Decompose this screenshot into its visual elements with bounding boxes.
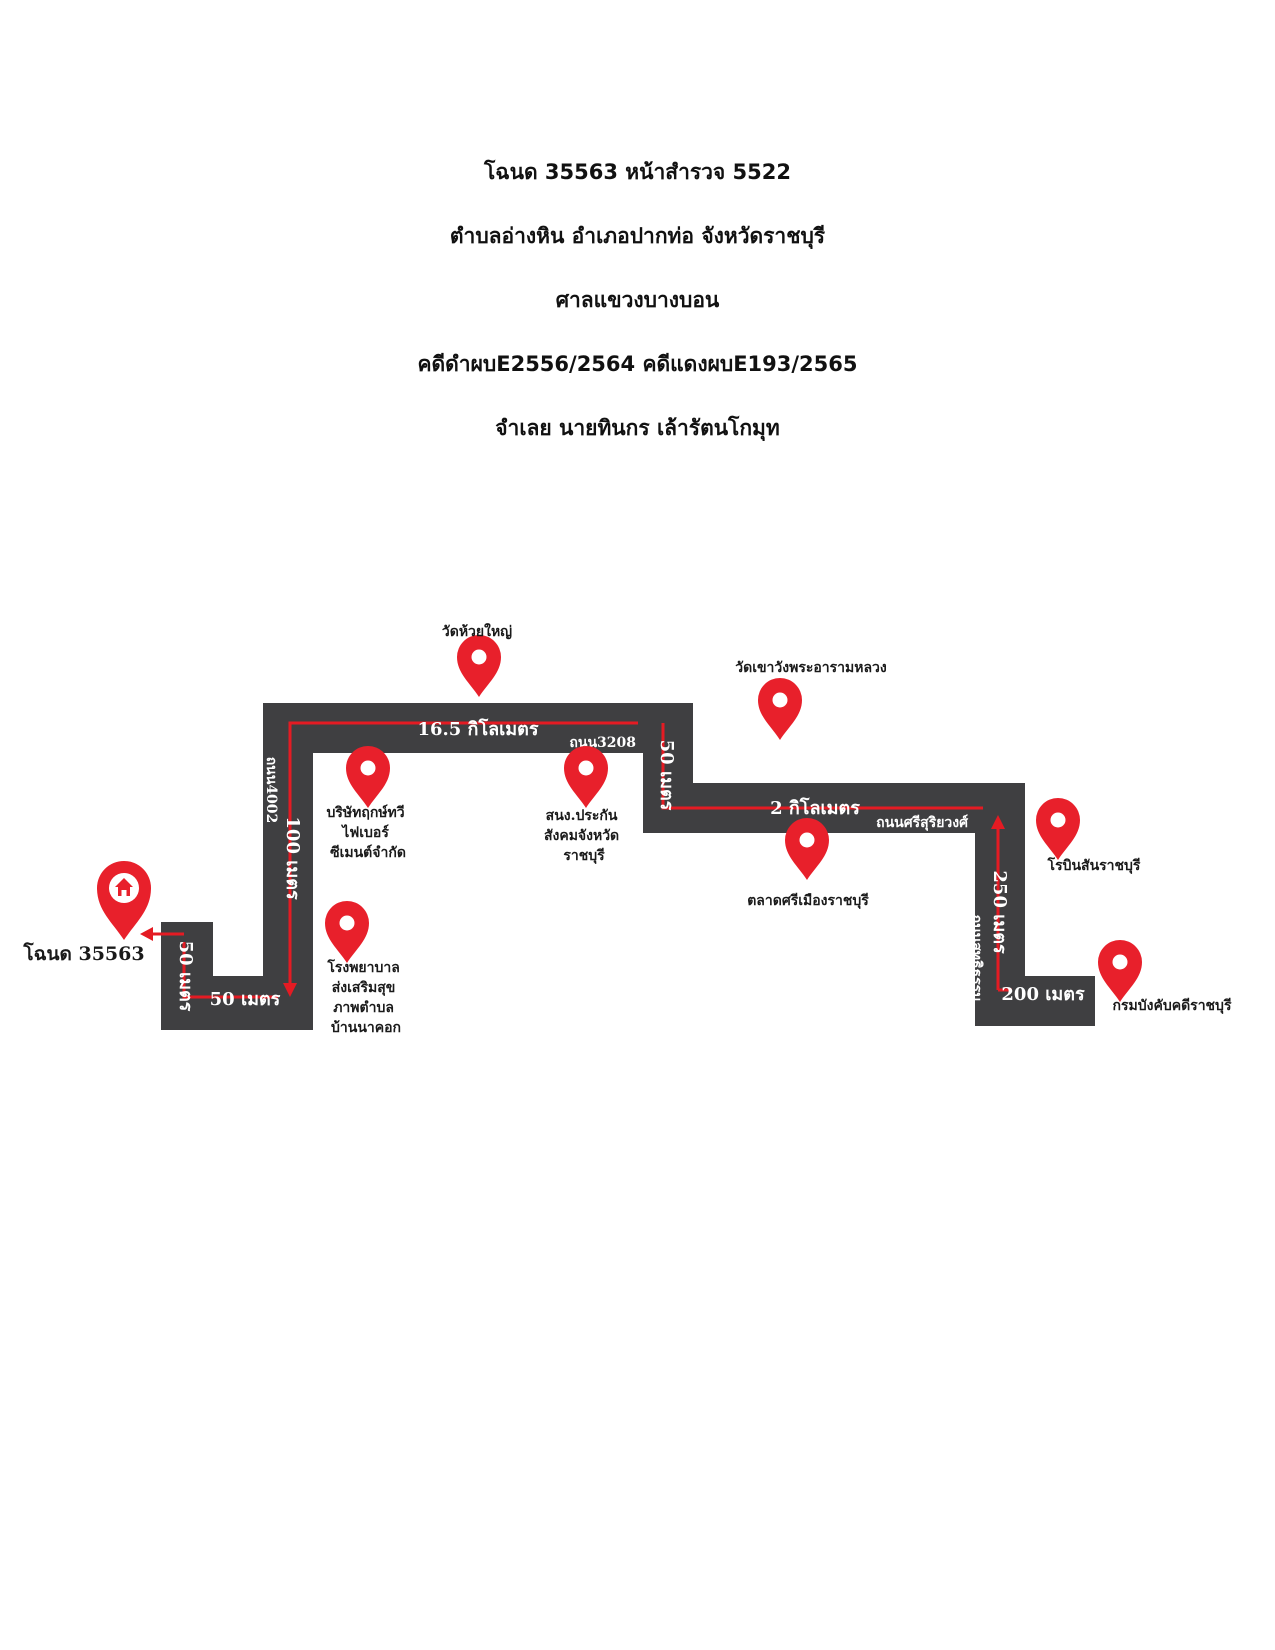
destination-label: โฉนด 35563 bbox=[22, 942, 144, 965]
court-line: ศาลแขวงบางบอน bbox=[555, 288, 720, 312]
road-name-sutthidham: ถนนสุทธิธรรม bbox=[968, 915, 984, 1002]
location-pin-icon bbox=[758, 678, 802, 740]
distance-label: 2 กิโลเมตร bbox=[770, 797, 860, 819]
landmark-hospital: โรงพยาบาล ส่งเสริมสุข ภาพตำบล บ้านนาคอก bbox=[326, 958, 404, 1036]
route-line bbox=[150, 721, 1012, 999]
landmark-market: ตลาดศรีเมืองราชบุรี bbox=[747, 893, 869, 909]
road-names: ถนน3208 ถนนศรีสุริยวงศ์ ถนน4002 ถนนสุทธิ… bbox=[263, 735, 984, 1001]
road-name-srisuriyawong: ถนนศรีสุริยวงศ์ bbox=[876, 814, 969, 831]
distance-label: 250 เมตร bbox=[989, 870, 1010, 954]
title-deed-line: โฉนด 35563 หน้าสำรวจ 5522 bbox=[484, 160, 791, 184]
route-arrowheads bbox=[140, 815, 1005, 997]
distance-label: 50 เมตร bbox=[175, 941, 196, 1012]
landmark-wat-huai-yai: วัดห้วยใหญ่ bbox=[442, 622, 512, 640]
distance-label: 16.5 กิโลเมตร bbox=[417, 718, 538, 740]
road-name-4002: ถนน4002 bbox=[263, 757, 279, 824]
location-pin-icon bbox=[1098, 940, 1142, 1002]
landmark-wat-khao-wang: วัดเขาวังพระอารามหลวง bbox=[735, 660, 887, 676]
defendant-line: จำเลย นายทินกร เล้ารัตนโกมุท bbox=[495, 416, 780, 440]
home-pin-icon bbox=[97, 861, 151, 940]
distance-label: 200 เมตร bbox=[1001, 984, 1085, 1005]
location-pin-icon bbox=[457, 635, 501, 697]
case-number-line: คดีดำผบE2556/2564 คดีแดงผบE193/2565 bbox=[417, 352, 858, 376]
landmark-enforcement: กรมบังคับคดีราชบุรี bbox=[1113, 998, 1232, 1014]
landmark-company: บริษัทฤกษ์ทวี ไฟเบอร์ ซีเมนต์จำกัด bbox=[326, 804, 409, 861]
distance-label: 50 เมตร bbox=[656, 740, 677, 811]
landmark-labels: วัดห้วยใหญ่ วัดเขาวังพระอารามหลวง บริษัท… bbox=[326, 622, 1232, 1036]
distance-label: 50 เมตร bbox=[210, 989, 281, 1010]
distance-labels: 16.5 กิโลเมตร 2 กิโลเมตร 50 เมตร 200 เมต… bbox=[175, 718, 1085, 1012]
distance-label: 100 เมตร bbox=[282, 816, 303, 900]
location-pin-icon bbox=[346, 746, 390, 808]
location-pin-icon bbox=[785, 818, 829, 880]
landmark-social-security: สนง.ประกัน สังคมจังหวัด ราชบุรี bbox=[544, 808, 624, 864]
location-pin-icon bbox=[1036, 798, 1080, 860]
location-line: ตำบลอ่างหิน อำเภอปากท่อ จังหวัดราชบุรี bbox=[449, 224, 826, 248]
landmark-robinson: โรบินสันราชบุรี bbox=[1047, 856, 1141, 874]
location-pin-icon bbox=[564, 746, 608, 808]
location-pin-icon bbox=[325, 901, 369, 963]
